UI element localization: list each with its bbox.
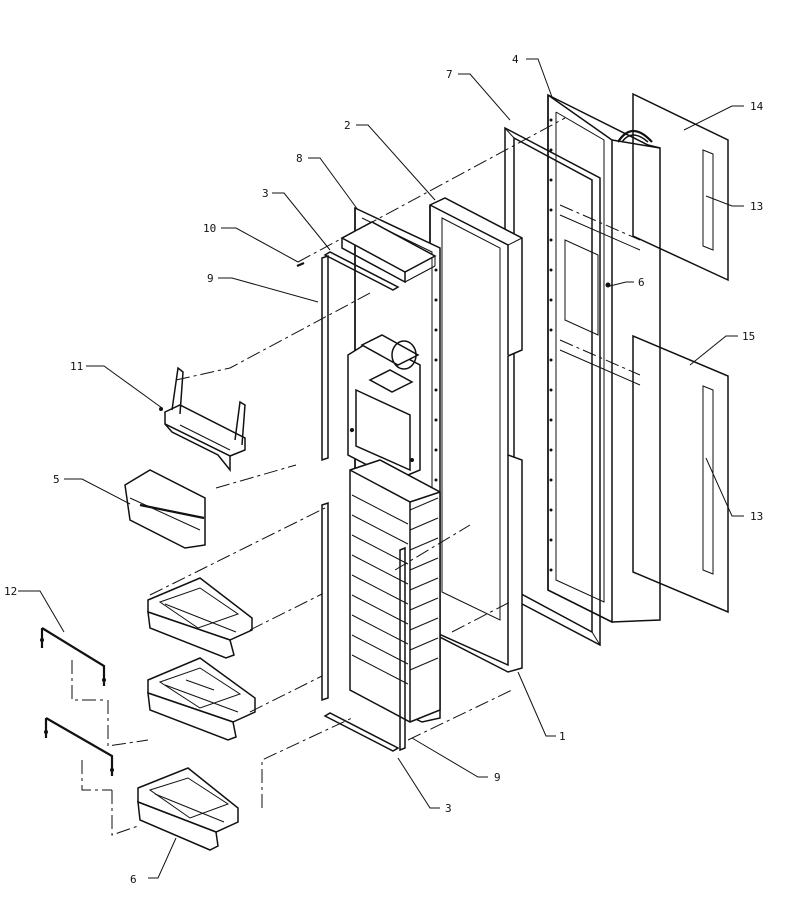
callout-9-bottom: 9 — [494, 771, 501, 784]
lower-label-sheet — [632, 334, 729, 614]
callout-15: 15 — [742, 330, 755, 343]
vertical-strip-lower — [321, 501, 329, 702]
top-cap — [340, 221, 437, 284]
screw-10 — [296, 261, 305, 268]
callout-1: 1 — [559, 730, 566, 743]
callout-labels: 1 2 3 3 4 5 6 7 8 9 9 10 11 12 13 13 14 … — [4, 53, 764, 886]
callout-6-screw: 6 — [638, 276, 645, 289]
vertical-strip-left — [321, 254, 329, 462]
rack-slats — [351, 494, 439, 685]
shelf-rack — [349, 459, 441, 723]
door-panel-holes — [549, 118, 553, 572]
leader-lines — [18, 58, 744, 879]
door-liner-panel — [429, 197, 523, 673]
callout-6: 6 — [130, 873, 137, 886]
callout-11: 11 — [70, 360, 83, 373]
callout-9-top: 9 — [207, 272, 214, 285]
callout-3-top: 3 — [262, 187, 269, 200]
bottom-trim-strip — [323, 712, 400, 752]
screw-6 — [605, 282, 611, 288]
callout-13-bottom: 13 — [750, 510, 763, 523]
vertical-strip-rack — [399, 546, 406, 752]
assembly-lines — [71, 117, 566, 836]
middle-bin-a — [147, 577, 253, 659]
callout-13-top: 13 — [750, 200, 763, 213]
callout-12: 12 — [4, 585, 17, 598]
callout-8: 8 — [296, 152, 303, 165]
bin-bracket-upper — [40, 627, 106, 686]
callout-5: 5 — [53, 473, 60, 486]
upper-door-bin — [159, 366, 246, 473]
callout-14: 14 — [750, 100, 764, 113]
top-trim-strip — [323, 251, 400, 291]
cover-edge-holes — [434, 268, 438, 482]
bottom-bin-6 — [137, 767, 239, 851]
bin-retainer-5 — [124, 469, 206, 549]
bin-bracket-lower — [44, 717, 114, 776]
callout-7: 7 — [446, 68, 453, 81]
callout-2: 2 — [344, 119, 351, 132]
callout-10: 10 — [203, 222, 216, 235]
callout-3-bottom: 3 — [445, 802, 452, 815]
outer-door-panel — [547, 93, 661, 624]
middle-bin-b — [147, 657, 256, 741]
upper-label-sheet — [632, 92, 729, 282]
callout-4: 4 — [512, 53, 519, 66]
dispenser-module — [347, 334, 421, 481]
